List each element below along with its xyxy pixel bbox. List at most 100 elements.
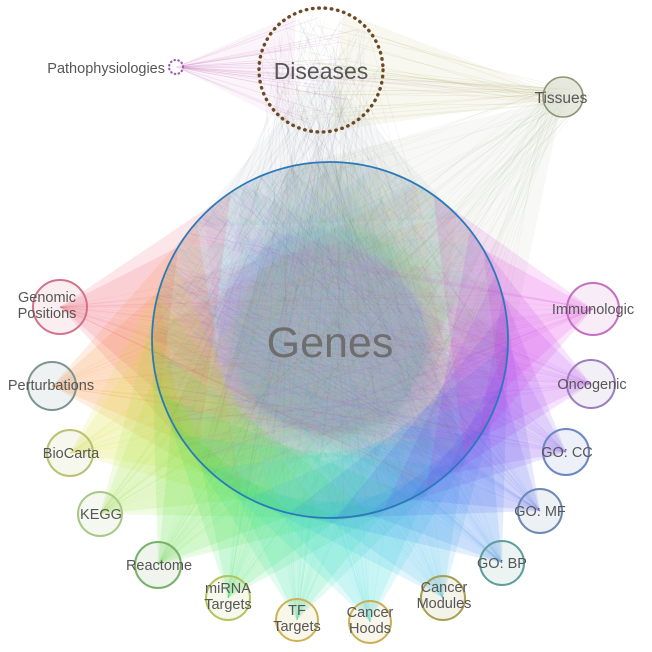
edge-bundle-tissues-genes xyxy=(286,97,563,377)
genes-circle-fill xyxy=(152,162,508,518)
inner-wash-cancer-modules xyxy=(157,182,443,518)
edge-bundle-core-tf-targets xyxy=(235,490,388,620)
node-circle-cancer-hoods[interactable] xyxy=(348,600,392,644)
edge-bundle-core-oncogenic xyxy=(478,296,591,439)
genes-circle-border xyxy=(151,161,509,519)
edge-bundles xyxy=(52,12,593,622)
edge-bundle-diseases-genes xyxy=(192,70,460,228)
inner-wash-go-bp xyxy=(152,167,502,518)
edge-bundle-core-cancer-modules xyxy=(324,456,465,598)
node-go-bp[interactable] xyxy=(479,540,525,586)
node-immunologic[interactable] xyxy=(566,282,620,336)
inner-wash-go-cc xyxy=(170,166,508,452)
edge-bundle-cancer-modules xyxy=(248,387,502,598)
edge-bundle-core-kegg xyxy=(100,374,250,514)
node-tissues[interactable] xyxy=(542,76,584,118)
node-perturbations[interactable] xyxy=(27,361,77,411)
edge-bundle-cancer-hoods xyxy=(208,430,484,622)
edge-bundle-go-cc xyxy=(383,274,566,510)
label-diseases: Diseases xyxy=(274,58,369,84)
node-circle-pathophysiologies[interactable] xyxy=(167,58,185,76)
node-cancer-modules[interactable] xyxy=(420,575,466,621)
label-reactome: Reactome xyxy=(126,558,192,574)
node-diseases[interactable] xyxy=(257,6,385,134)
node-circle-tf-targets[interactable] xyxy=(275,598,319,642)
node-circle-genomic-positions[interactable] xyxy=(32,279,88,335)
label-perturbations: Perturbations xyxy=(8,378,94,394)
node-circle-perturbations[interactable] xyxy=(27,361,77,411)
edge-bundle-genomic-positions xyxy=(60,192,231,460)
edge-bundle-core-go-bp xyxy=(367,420,502,563)
inner-wash-go-mf xyxy=(156,162,508,511)
node-circle-kegg[interactable] xyxy=(77,491,123,537)
inner-wash-tf-targets xyxy=(204,213,482,518)
edge-bundle-go-bp xyxy=(289,344,508,563)
label-kegg: KEGG xyxy=(80,507,122,523)
inner-wash-kegg xyxy=(152,162,503,514)
edge-bundle-tf-targets xyxy=(179,435,454,620)
node-circle-oncogenic[interactable] xyxy=(566,359,616,409)
edge-bundle-reactome xyxy=(152,344,373,565)
genes-circle-outline xyxy=(151,161,509,519)
node-circle-cancer-modules[interactable] xyxy=(420,575,466,621)
edge-bundle-core-biocarta xyxy=(70,333,214,475)
edge-bundle-core-reactome xyxy=(158,421,294,565)
node-reactome[interactable] xyxy=(134,541,182,589)
edge-bundle-diseases-tissues xyxy=(330,12,563,132)
inner-wash-mirna-targets xyxy=(228,185,501,518)
edge-bundle-core-mirna-targets xyxy=(200,462,341,598)
node-pathophysiologies[interactable] xyxy=(167,58,185,76)
label-go-mf: GO: MF xyxy=(514,504,566,520)
node-circle-tissues[interactable] xyxy=(542,76,584,118)
node-biocarta[interactable] xyxy=(46,429,94,477)
label-oncogenic: Oncogenic xyxy=(557,377,626,393)
edge-bundle-kegg xyxy=(100,294,327,518)
node-mirna-targets[interactable] xyxy=(205,575,251,621)
label-pathophysiologies: Pathophysiologies xyxy=(47,61,165,77)
edge-bundle-mirna-targets xyxy=(161,396,415,598)
inner-wash-biocarta xyxy=(152,168,488,453)
edge-bundle-oncogenic xyxy=(426,229,591,490)
node-go-mf[interactable] xyxy=(517,488,563,534)
edge-bundle-core-immunologic xyxy=(483,249,593,393)
inner-wash-diseases xyxy=(200,162,468,462)
node-circle-go-mf[interactable] xyxy=(517,488,563,534)
node-kegg[interactable] xyxy=(77,491,123,537)
edge-lines xyxy=(51,10,594,623)
node-circle-diseases[interactable] xyxy=(257,6,385,134)
edge-bundle-core-perturbations xyxy=(52,290,184,442)
edge-bundle-go-mf xyxy=(336,309,540,518)
edge-bundle-immunologic xyxy=(433,195,593,457)
node-tf-targets[interactable] xyxy=(275,598,319,642)
label-genes: Genes xyxy=(267,319,394,367)
node-circle-go-cc[interactable] xyxy=(542,428,590,476)
inner-wash-immunologic xyxy=(203,214,508,492)
inner-wash-cancer-hoods xyxy=(176,210,453,518)
node-genomic-positions[interactable] xyxy=(32,279,88,335)
edge-bundle-core-cancer-hoods xyxy=(276,488,429,622)
inner-wash-reactome xyxy=(158,167,508,518)
edge-bundle-perturbations xyxy=(52,222,242,495)
node-circle-biocarta[interactable] xyxy=(46,429,94,477)
node-circle-immunologic[interactable] xyxy=(566,282,620,336)
node-go-cc[interactable] xyxy=(542,428,590,476)
node-circle-reactome[interactable] xyxy=(134,541,182,589)
node-oncogenic[interactable] xyxy=(566,359,616,409)
label-biocarta: BioCarta xyxy=(43,446,100,462)
inner-wash-oncogenic xyxy=(197,184,508,460)
nodes xyxy=(27,6,620,644)
node-circle-mirna-targets[interactable] xyxy=(205,575,251,621)
node-cancer-hoods[interactable] xyxy=(348,600,392,644)
edge-bundle-core-genomic-positions xyxy=(60,246,179,394)
label-tissues: Tissues xyxy=(535,90,588,107)
node-circle-go-bp[interactable] xyxy=(479,540,525,586)
label-go-bp: GO: BP xyxy=(477,556,527,572)
edge-bundle-biocarta xyxy=(70,257,283,512)
